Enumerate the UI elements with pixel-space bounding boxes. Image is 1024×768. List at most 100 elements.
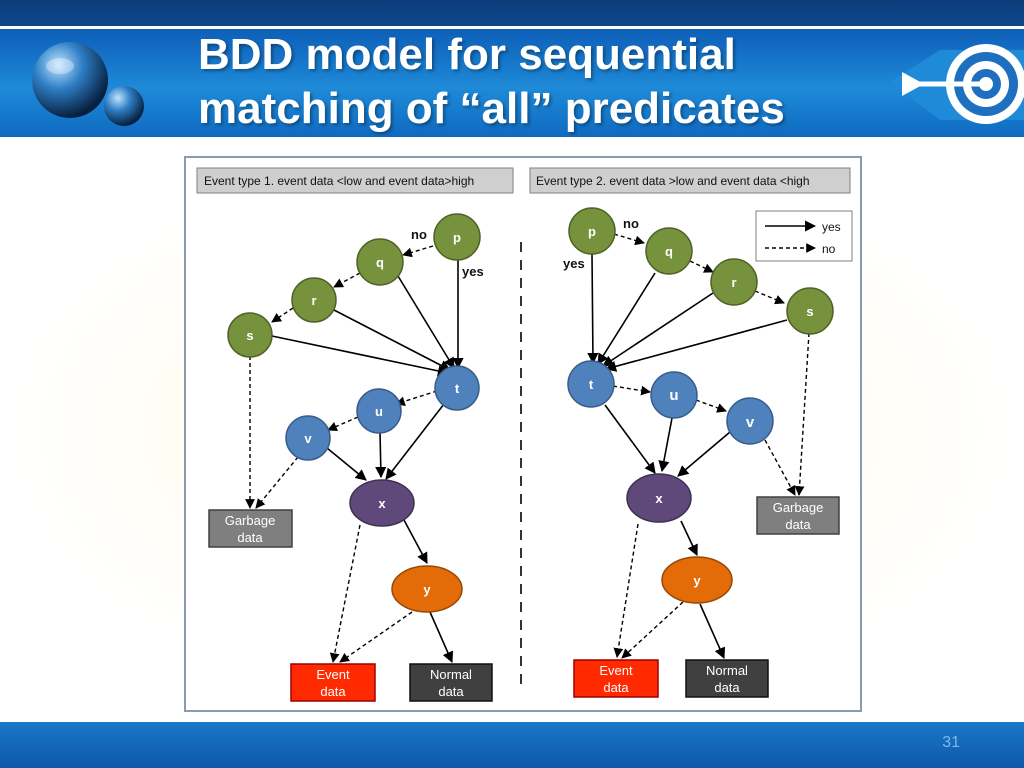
svg-text:q: q: [665, 244, 673, 259]
edge-y-event-no: [621, 601, 684, 659]
slide-header: [0, 0, 1024, 140]
left-node-s: s: [227, 312, 273, 358]
edge-v-garbage-no: [764, 439, 796, 496]
svg-text:s: s: [246, 328, 253, 343]
svg-text:t: t: [455, 381, 460, 396]
edge-r-t-yes: [333, 309, 451, 371]
edge-r-s-no: [754, 290, 785, 305]
edge-r-s-no: [271, 307, 294, 323]
left-node-u: u: [356, 388, 402, 434]
left-no-label: no: [411, 227, 427, 242]
svg-text:r: r: [311, 293, 316, 308]
edge-u-v-no: [695, 399, 727, 413]
edge-y-normal-yes: [429, 611, 454, 664]
left-diagram: Event type 1. event data <low and event …: [196, 167, 514, 702]
right-node-s: s: [786, 287, 834, 335]
svg-text:x: x: [655, 491, 663, 506]
svg-text:Normal: Normal: [706, 663, 748, 678]
right-yes-label: yes: [563, 256, 585, 271]
target-arrow-icon: [890, 44, 1024, 124]
svg-text:p: p: [588, 224, 596, 239]
left-node-v: v: [285, 415, 331, 461]
edge-x-event-no: [329, 524, 361, 663]
svg-text:Normal: Normal: [430, 667, 472, 682]
edge-s-t-yes: [271, 335, 450, 377]
svg-text:Event: Event: [316, 667, 350, 682]
edge-y-event-no: [339, 611, 413, 663]
edge-t-x-yes: [385, 403, 445, 480]
edge-r-t-yes: [602, 292, 714, 367]
edge-u-x-yes: [658, 417, 673, 473]
edge-q-r-no: [333, 272, 361, 288]
svg-text:y: y: [423, 582, 431, 597]
left-header-box: [196, 167, 514, 194]
svg-text:t: t: [589, 377, 594, 392]
left-node-p: p: [433, 213, 481, 261]
left-header-label: Event type 1. event data <low and event …: [204, 174, 474, 188]
left-event-box: Event data: [290, 663, 376, 702]
svg-text:data: data: [320, 684, 346, 699]
right-garbage-box: Garbage data: [756, 496, 840, 535]
right-normal-box: Normal data: [685, 659, 769, 698]
edge-t-u-no: [612, 385, 651, 396]
right-node-v: v: [726, 397, 774, 445]
svg-text:data: data: [785, 517, 811, 532]
right-node-q: q: [645, 227, 693, 275]
left-node-q: q: [356, 238, 404, 286]
svg-text:data: data: [237, 530, 263, 545]
slide-footer: [0, 722, 1024, 768]
right-node-t: t: [567, 360, 615, 408]
edge-x-y-yes: [403, 519, 428, 564]
legend-no-label: no: [822, 242, 836, 256]
svg-text:q: q: [376, 255, 384, 270]
title-line-2: matching of “all” predicates: [198, 84, 785, 133]
svg-text:x: x: [378, 496, 386, 511]
left-garbage-box: Garbage data: [208, 509, 293, 548]
left-edges: [245, 245, 464, 664]
svg-text:v: v: [746, 414, 755, 431]
right-event-box: Event data: [573, 659, 659, 698]
right-node-y: y: [661, 556, 733, 604]
svg-text:Garbage: Garbage: [773, 500, 824, 515]
globe-logo-icon: [32, 42, 144, 126]
edge-p-t-yes: [587, 253, 599, 365]
title-line-1: BDD model for sequential: [198, 30, 736, 79]
left-yes-label: yes: [462, 264, 484, 279]
right-edges: [587, 233, 810, 660]
page-number: 31: [942, 734, 960, 751]
svg-text:p: p: [453, 230, 461, 245]
slide-title: BDD model for sequential matching of “al…: [198, 28, 938, 136]
edge-v-x-yes: [326, 447, 367, 481]
right-node-r: r: [710, 258, 758, 306]
edge-q-t-yes: [397, 275, 455, 369]
edge-s-t-yes: [604, 319, 788, 372]
edge-s-garbage-no: [794, 332, 810, 496]
svg-text:s: s: [806, 304, 813, 319]
svg-text:r: r: [731, 275, 736, 290]
svg-text:u: u: [669, 387, 678, 404]
left-node-r: r: [291, 277, 337, 323]
left-normal-box: Normal data: [409, 663, 493, 702]
svg-text:data: data: [438, 684, 464, 699]
svg-text:data: data: [603, 680, 629, 695]
edge-v-x-yes: [677, 431, 731, 477]
left-node-y: y: [391, 565, 463, 613]
svg-text:v: v: [304, 431, 312, 446]
header-band: [0, 26, 1024, 140]
svg-text:Event: Event: [599, 663, 633, 678]
left-node-x: x: [349, 479, 415, 527]
edge-u-v-no: [327, 416, 359, 431]
edge-q-r-no: [689, 260, 714, 273]
legend-box: [755, 210, 853, 262]
left-node-t: t: [434, 365, 480, 411]
right-diagram: Event type 2. event data >low and event …: [529, 167, 853, 698]
svg-text:u: u: [375, 404, 383, 419]
edge-x-event-no: [613, 523, 639, 658]
edge-v-garbage-no: [255, 456, 299, 509]
edge-p-q-no: [613, 233, 645, 246]
right-no-label: no: [623, 216, 639, 231]
edge-p-q-no: [402, 245, 434, 258]
right-header-box: [529, 167, 851, 194]
right-node-x: x: [626, 473, 692, 523]
